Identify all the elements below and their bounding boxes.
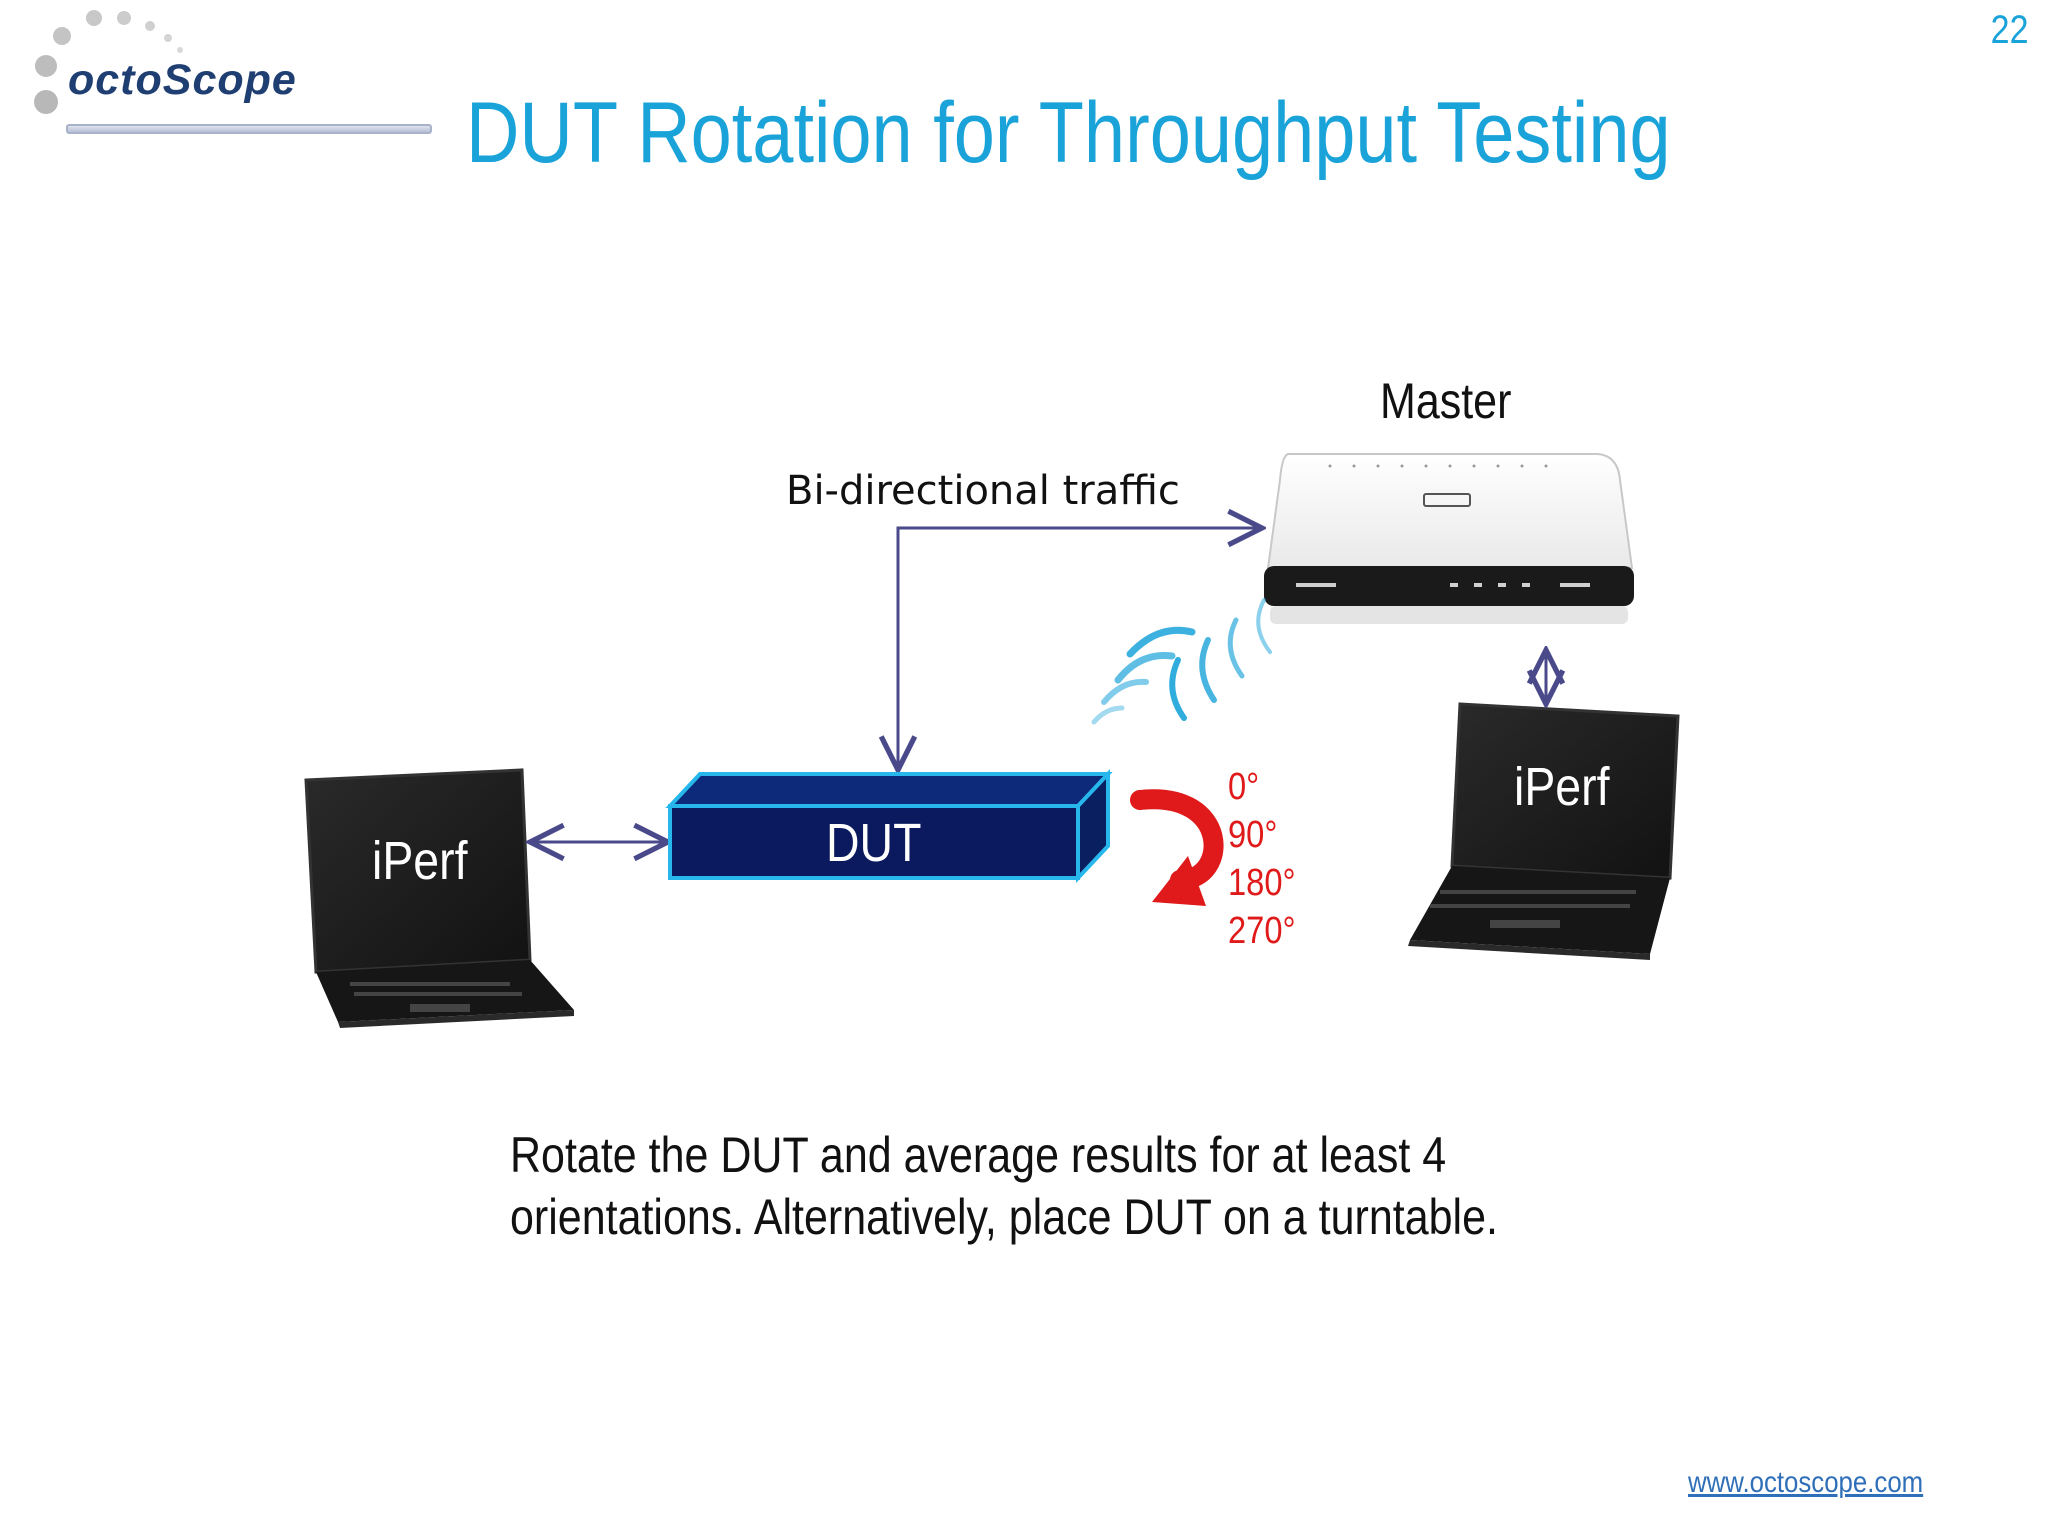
router-icon <box>1264 453 1634 624</box>
rotation-arrow-icon <box>1130 789 1224 906</box>
laptop-icon <box>1408 702 1680 960</box>
rotation-angle: 0° <box>1228 766 1260 808</box>
dut-label: DUT <box>826 813 922 873</box>
left-laptop-label: iPerf <box>372 831 468 891</box>
rotation-angle: 90° <box>1228 814 1278 856</box>
master-label: Master <box>1380 373 1512 429</box>
right-laptop-label: iPerf <box>1514 757 1610 817</box>
logo-underline-bar <box>66 124 432 134</box>
laptop-icon <box>304 768 574 1028</box>
wireless-signal-icon <box>1091 598 1272 725</box>
caption: Rotate the DUT and average results for a… <box>510 1124 1498 1248</box>
logo-wordmark: octoScope <box>68 56 297 104</box>
caption-line-1: Rotate the DUT and average results for a… <box>510 1127 1447 1183</box>
rotation-angle: 270° <box>1228 910 1296 952</box>
caption-line-2: orientations. Alternatively, place DUT o… <box>510 1189 1498 1245</box>
dut-box <box>665 768 1113 884</box>
page-number: 22 <box>1990 8 2028 52</box>
traffic-label: Bi-directional traffic <box>786 468 1180 514</box>
website-link[interactable]: www.octoscope.com <box>1688 1466 1924 1499</box>
slide-title: DUT Rotation for Throughput Testing <box>466 85 1671 181</box>
rotation-angle: 180° <box>1228 862 1296 904</box>
